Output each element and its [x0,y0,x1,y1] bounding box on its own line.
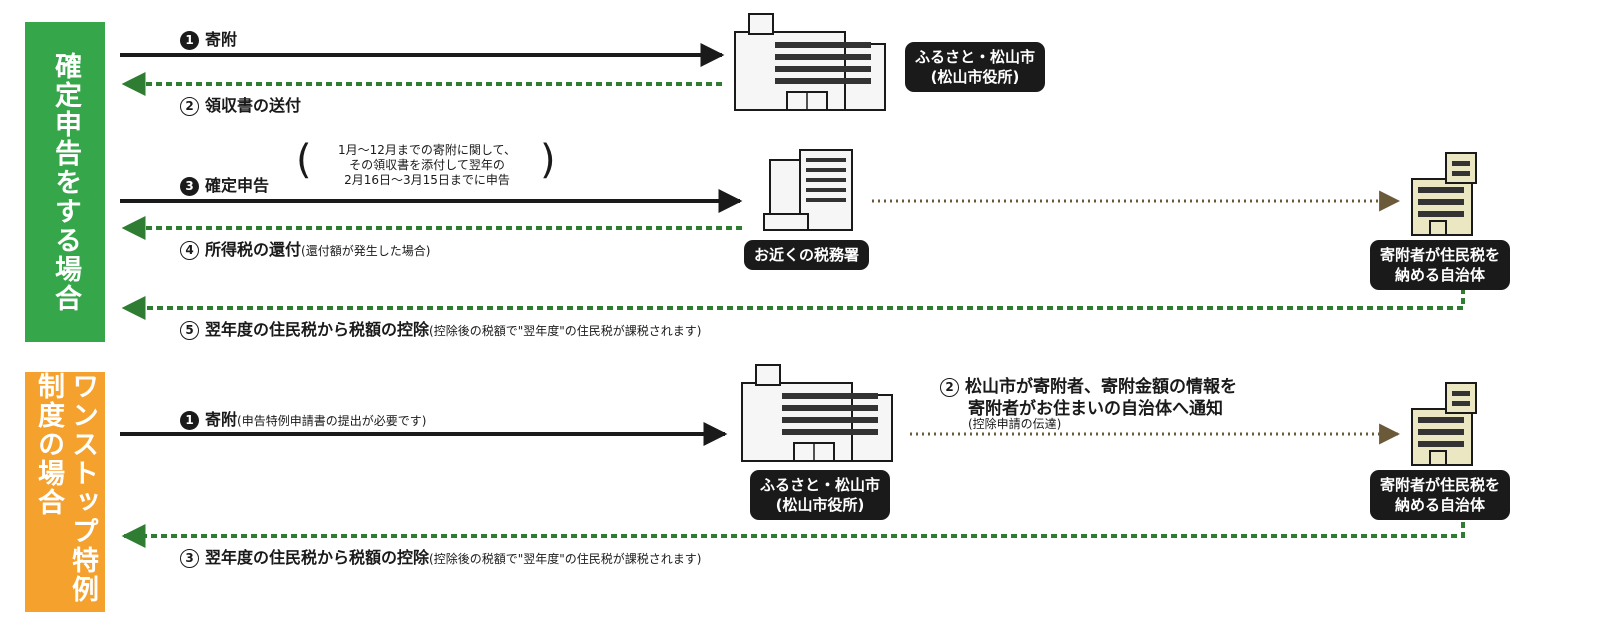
arrow-s5-kojo [121,288,1465,320]
local-gov-building-1 [1411,152,1477,236]
city-office-label-2: ふるさと・松山市 (松山市役所) [750,470,891,520]
local-gov-label: 寄附者が住民税を 納める自治体 [1370,240,1511,290]
note-bracket-left: ( [296,137,312,183]
local-gov-label-2: 寄附者が住民税を 納める自治体 [1370,470,1511,520]
section-title-kakutei: 確定申告をする場合 [50,51,81,313]
tax-office-label: お近くの税務署 [744,240,870,270]
onestop-step-2-note: (控除申請の伝達) [968,417,1062,431]
onestop-step-2-label2: 寄附者がお住まいの自治体へ通知 [968,399,1223,419]
arrow-os3-kojo [121,522,1465,548]
city-office-building [734,13,886,111]
local-gov-building-2 [1411,382,1477,466]
step-3-note: 1月～12月までの寄附に関して、 その領収書を添付して翌年の 2月16日～3月1… [338,143,516,187]
note-bracket-right: ) [540,137,556,183]
city-office-building-2 [741,364,893,462]
section-title-onestop: ワンストップ特例制度の場合 [33,372,98,604]
section-label-kakutei: 確定申告をする場合 [25,22,105,342]
city-office-label: ふるさと・松山市 (松山市役所) [905,42,1046,92]
tax-office-building [763,149,853,231]
section-label-onestop: ワンストップ特例制度の場合 [25,372,105,612]
